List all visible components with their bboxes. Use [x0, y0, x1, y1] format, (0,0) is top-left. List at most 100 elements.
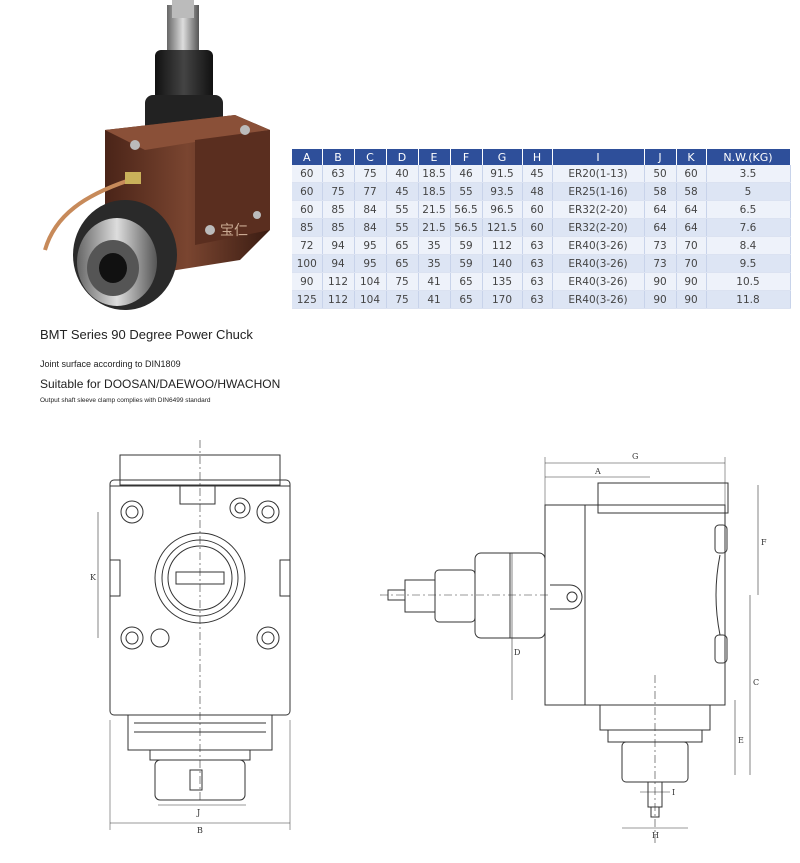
- spec-cell: 112: [322, 272, 355, 291]
- spec-cell: 8.4: [706, 236, 791, 255]
- product-photo: 宝仁: [43, 0, 270, 310]
- spec-cell: 63: [522, 272, 553, 291]
- spec-cell: 60: [676, 165, 707, 183]
- spec-cell: 63: [522, 290, 553, 309]
- spec-cell: 64: [676, 200, 707, 219]
- product-caption: BMT Series 90 Degree Power Chuck: [40, 327, 253, 342]
- spec-cell: 59: [450, 254, 483, 273]
- dim-label-j: J: [196, 808, 200, 817]
- spec-cell: 85: [292, 218, 323, 237]
- spec-cell: 48: [522, 182, 553, 201]
- spec-cell: 60: [292, 200, 323, 219]
- spec-cell: 50: [644, 165, 677, 183]
- spec-cell: 72: [292, 236, 323, 255]
- spec-cell: 58: [676, 182, 707, 201]
- spec-cell: 55: [386, 218, 419, 237]
- spec-cell: 56.5: [450, 200, 483, 219]
- spec-cell: 73: [644, 236, 677, 255]
- spec-cell: 46: [450, 165, 483, 183]
- spec-cell: 73: [644, 254, 677, 273]
- dim-label-h: H: [652, 831, 659, 840]
- dim-label-d: D: [514, 648, 520, 657]
- dim-label-b: B: [197, 826, 203, 835]
- spec-cell: 60: [292, 182, 323, 201]
- spec-cell: 63: [322, 165, 355, 183]
- spec-cell: 64: [676, 218, 707, 237]
- spec-cell: 95: [354, 254, 387, 273]
- spec-cell: 104: [354, 290, 387, 309]
- dim-label-g: G: [632, 452, 638, 461]
- spec-cell: 45: [386, 182, 419, 201]
- spec-cell: ER25(1-16): [552, 182, 645, 201]
- spec-cell: 90: [676, 290, 707, 309]
- spec-cell: 90: [644, 290, 677, 309]
- spec-cell: ER32(2-20): [552, 200, 645, 219]
- spec-cell: 96.5: [482, 200, 523, 219]
- spec-cell: 21.5: [418, 200, 451, 219]
- spec-cell: 65: [450, 290, 483, 309]
- dim-label-i: I: [672, 788, 675, 797]
- dim-label-f: F: [761, 538, 767, 547]
- spec-cell: 65: [450, 272, 483, 291]
- spec-header-cell: N.W.(KG): [706, 149, 791, 165]
- dim-label-e: E: [738, 736, 744, 745]
- spec-cell: 170: [482, 290, 523, 309]
- spec-cell: 11.8: [706, 290, 791, 309]
- spec-cell: ER20(1-13): [552, 165, 645, 183]
- spec-cell: 112: [322, 290, 355, 309]
- spec-cell: 91.5: [482, 165, 523, 183]
- spec-cell: 94: [322, 254, 355, 273]
- spec-cell: 21.5: [418, 218, 451, 237]
- spec-cell: 70: [676, 254, 707, 273]
- spec-cell: 100: [292, 254, 323, 273]
- spec-cell: 18.5: [418, 165, 451, 183]
- spec-cell: 84: [354, 200, 387, 219]
- spec-cell: 95: [354, 236, 387, 255]
- spec-cell: 60: [522, 218, 553, 237]
- spec-cell: 65: [386, 254, 419, 273]
- spec-cell: 85: [322, 200, 355, 219]
- spec-header-cell: B: [322, 149, 355, 165]
- spec-header-cell: K: [676, 149, 707, 165]
- side-view-drawing: G A F C E D I H: [380, 452, 767, 845]
- dim-label-k: K: [90, 573, 97, 582]
- compatibility-note: Suitable for DOOSAN/DAEWOO/HWACHON: [40, 377, 281, 391]
- spec-header-cell: H: [522, 149, 553, 165]
- spec-cell: 55: [386, 200, 419, 219]
- spec-header-cell: E: [418, 149, 451, 165]
- spec-cell: 60: [522, 200, 553, 219]
- spec-cell: 9.5: [706, 254, 791, 273]
- spec-cell: 70: [676, 236, 707, 255]
- spec-cell: 60: [292, 165, 323, 183]
- spec-cell: 90: [292, 272, 323, 291]
- spec-cell: ER40(3-26): [552, 290, 645, 309]
- spec-cell: 35: [418, 254, 451, 273]
- spec-cell: 63: [522, 236, 553, 255]
- spec-header-cell: J: [644, 149, 677, 165]
- spec-header-cell: A: [292, 149, 323, 165]
- spec-cell: ER32(2-20): [552, 218, 645, 237]
- spec-cell: 75: [386, 272, 419, 291]
- spec-cell: 65: [386, 236, 419, 255]
- spec-cell: 58: [644, 182, 677, 201]
- spec-header-cell: D: [386, 149, 419, 165]
- spec-cell: 135: [482, 272, 523, 291]
- spec-cell: 77: [354, 182, 387, 201]
- spec-cell: ER40(3-26): [552, 254, 645, 273]
- spec-header-cell: F: [450, 149, 483, 165]
- spec-cell: 35: [418, 236, 451, 255]
- spec-cell: 90: [644, 272, 677, 291]
- spec-cell: 63: [522, 254, 553, 273]
- spec-header-cell: C: [354, 149, 387, 165]
- spec-cell: 59: [450, 236, 483, 255]
- spec-cell: 121.5: [482, 218, 523, 237]
- front-view-drawing: K J B: [90, 440, 291, 835]
- spec-cell: ER40(3-26): [552, 272, 645, 291]
